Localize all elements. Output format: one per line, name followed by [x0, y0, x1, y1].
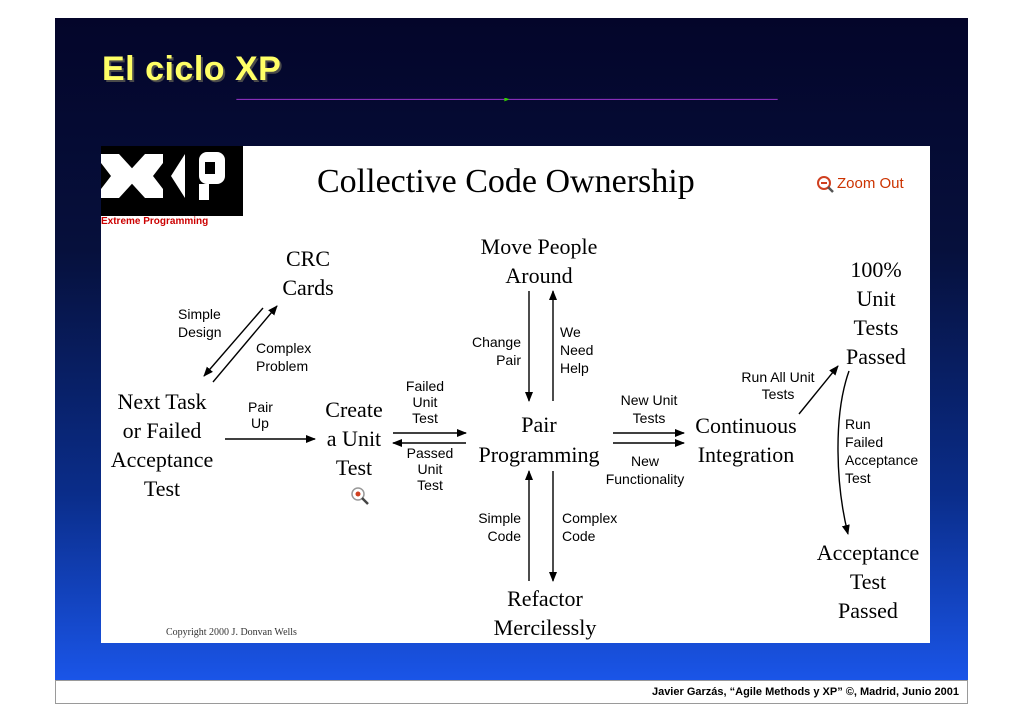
arrows	[203, 290, 850, 582]
slide-title: El ciclo XP	[102, 50, 282, 88]
arrow-crc-to-next-task	[203, 307, 264, 377]
xp-flow-diagram: Extreme Programming Collective Code Owne…	[101, 146, 930, 643]
diagram-copyright: Copyright 2000 J. Donvan Wells	[166, 627, 297, 638]
title-rule	[236, 98, 778, 102]
zoom-in-icon[interactable]	[351, 487, 369, 505]
footer-credit: Javier Garzás, “Agile Methods y XP” ©, M…	[651, 686, 959, 698]
arrow-next-task-to-crc	[212, 305, 278, 383]
logo-caption: Extreme Programming	[101, 216, 208, 227]
diagram-canvas: Extreme Programming Collective Code Owne…	[101, 146, 920, 640]
xp-logo: Extreme Programming	[101, 146, 243, 227]
zoom-out-button[interactable]: Zoom Out	[817, 175, 905, 193]
arrow-run-all-unit-tests	[798, 365, 839, 415]
node-label: CRC	[286, 246, 330, 271]
arrow-run-failed-acceptance	[837, 370, 850, 535]
diagram-heading: Collective Code Ownership	[317, 163, 695, 200]
zoom-out-label: Zoom Out	[837, 175, 905, 192]
title-rule-marker	[504, 98, 510, 102]
footer-bar: Javier Garzás, “Agile Methods y XP” ©, M…	[55, 680, 968, 704]
